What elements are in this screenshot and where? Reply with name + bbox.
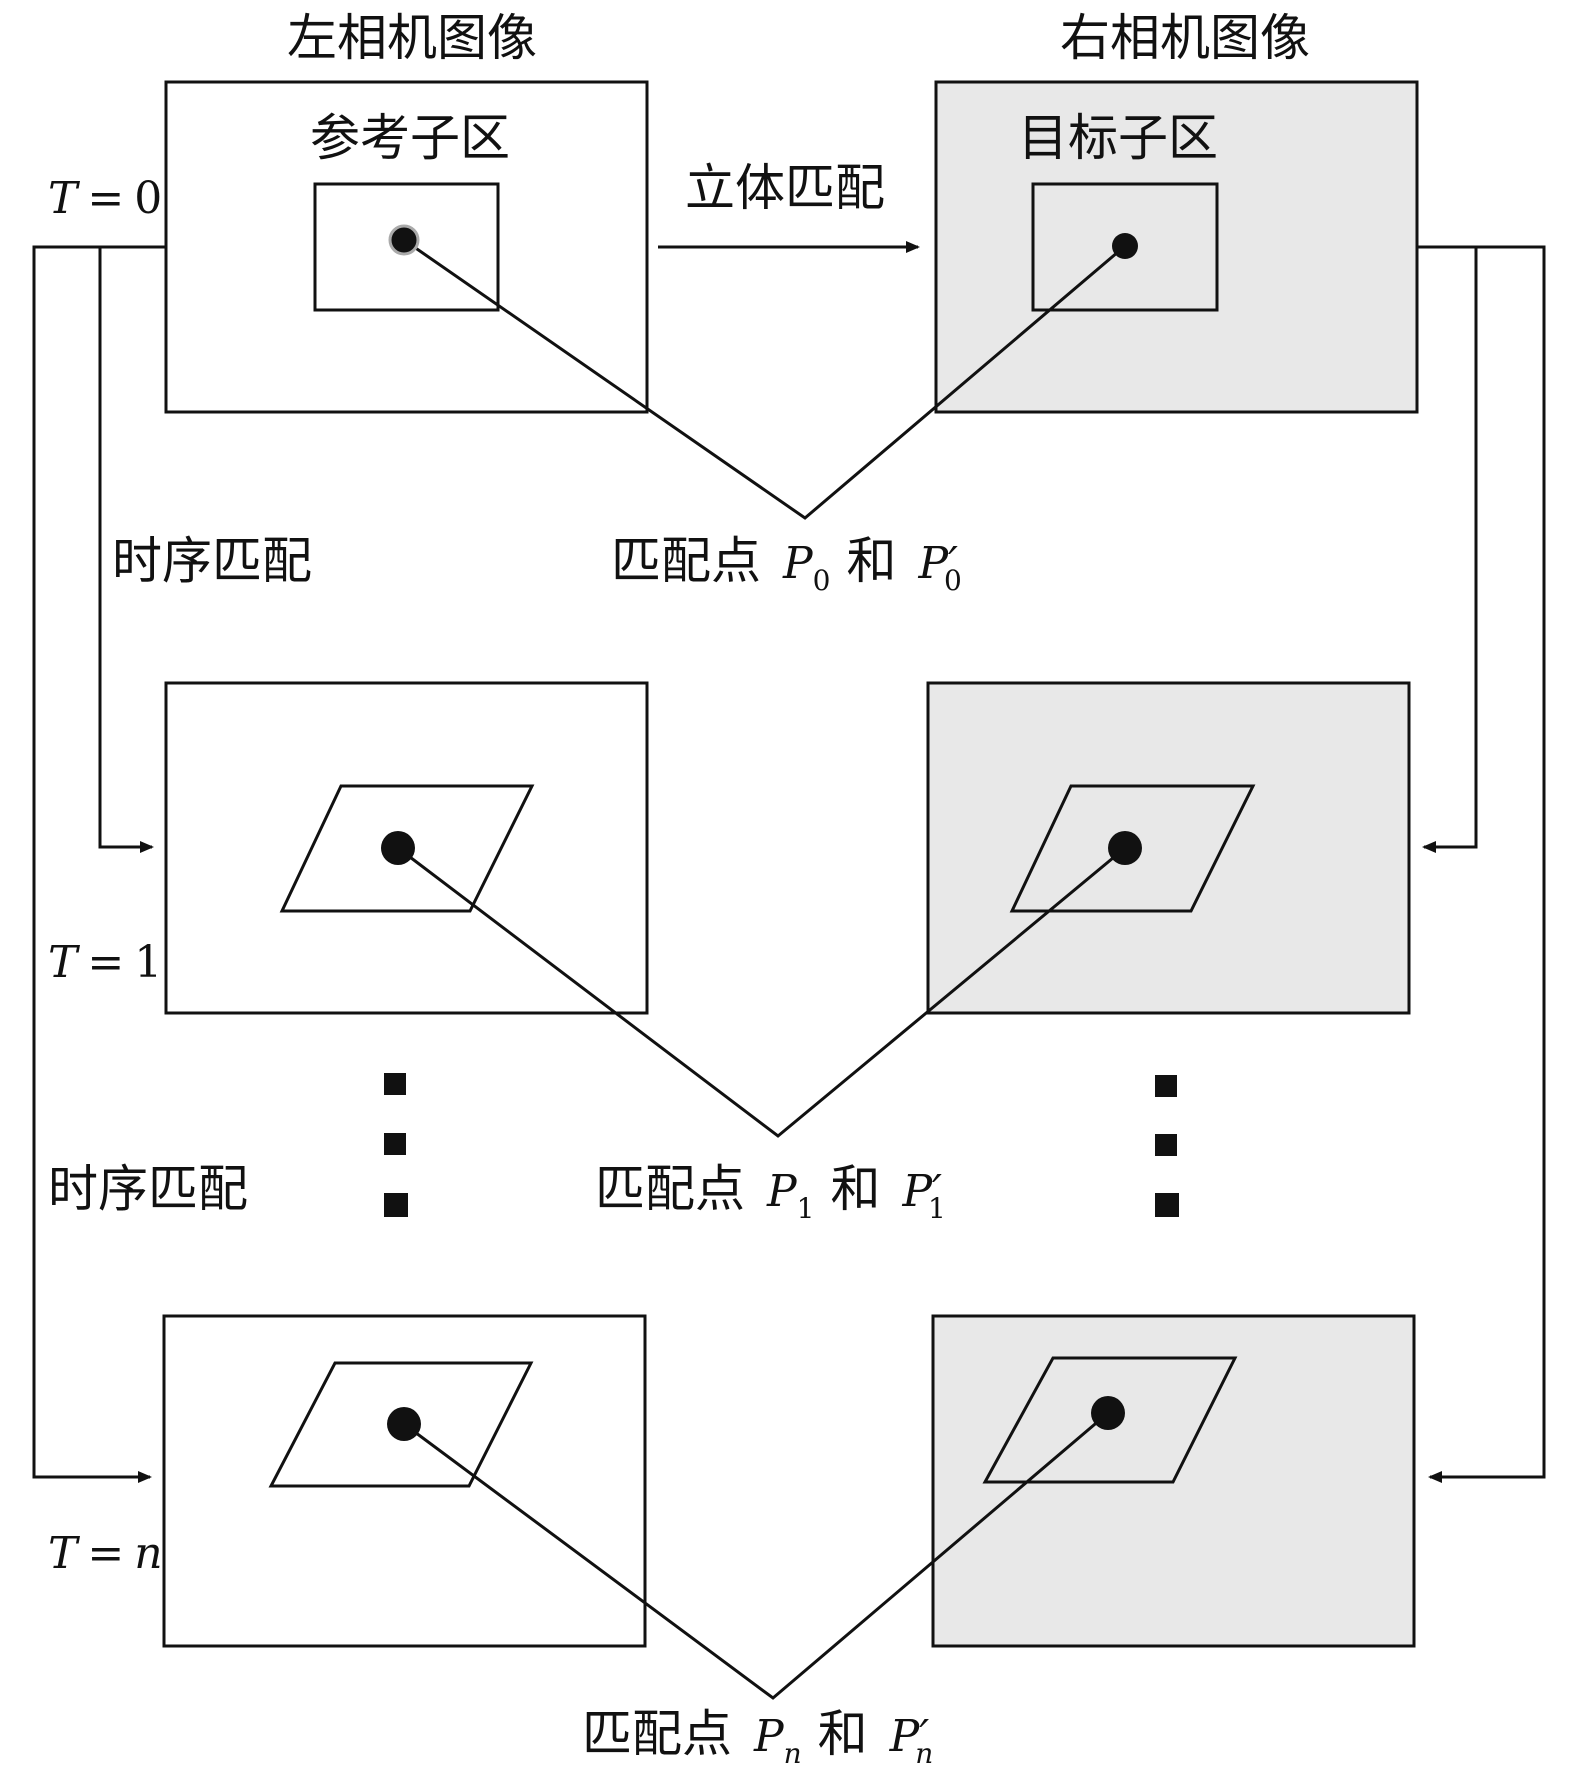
ellipsis-dot-right-2 [1155,1134,1177,1156]
deformed-subset-left-tn [268,1361,534,1488]
temporal-arrow-right-tn [1428,245,1546,1483]
time-label-t1: T=1 [48,937,162,988]
ellipsis-dot-left-3 [384,1193,408,1217]
time-label-t0: T=0 [48,173,162,224]
reference-subset-label: 参考子区 [310,109,510,167]
ellipsis-dot-left-2 [384,1133,406,1155]
right-point-dot-tn [1091,1396,1125,1430]
target-subset-label: 目标子区 [1018,109,1218,167]
right-point-dot-t1 [1108,831,1142,865]
ellipsis-dot-left-1 [384,1073,406,1095]
right-image-t1 [926,681,1411,1015]
stereo-matching-label: 立体匹配 [685,159,885,217]
deformed-subset-right-t1 [1009,784,1256,913]
left-point-dot-t1 [381,831,415,865]
match-lines-t1 [397,846,1126,1138]
temporal-matching-label-1: 时序匹配 [112,532,312,590]
temporal-arrow-right-t1 [1417,245,1478,853]
reference-subset-box [313,182,500,312]
deformed-subset-left-t1 [279,784,535,913]
match-lines-t0 [403,238,1126,520]
left-image-tn [162,1314,647,1648]
left-point-dot-tn [387,1407,421,1441]
right-image-t0 [934,80,1419,414]
match-lines-tn [403,1411,1109,1700]
right-camera-header: 右相机图像 [1060,9,1310,67]
time-label-tn: T=n [48,1528,163,1579]
target-subset-box [1031,182,1219,312]
temporal-matching-label-2: 时序匹配 [48,1160,248,1218]
temporal-arrow-left-tn [32,245,152,1483]
deformed-subset-right-tn [982,1356,1238,1484]
ellipsis-dot-right-1 [1155,1075,1177,1097]
temporal-arrow-left-t1 [98,245,166,853]
left-camera-header: 左相机图像 [287,9,537,67]
reference-point-dot [388,224,420,256]
ellipsis-dot-right-3 [1155,1193,1179,1217]
target-point-dot [1112,233,1138,259]
